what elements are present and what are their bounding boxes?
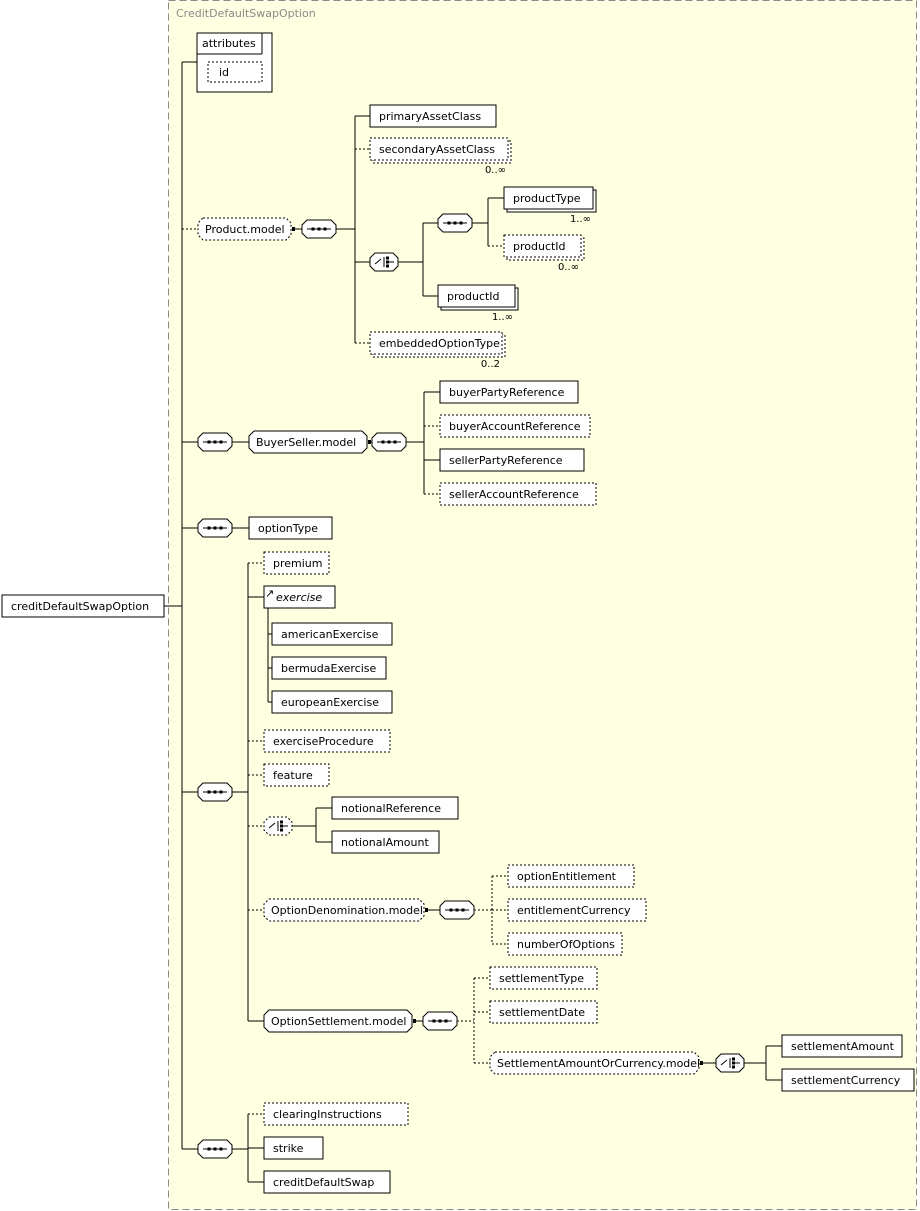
settlement-amount[interactable]: settlementAmount xyxy=(781,1034,903,1058)
sequence-icon xyxy=(197,1139,233,1159)
notional-amount[interactable]: notionalAmount xyxy=(331,830,440,854)
element-label: secondaryAssetClass xyxy=(379,143,495,156)
feature[interactable]: feature xyxy=(263,763,330,787)
abstract-arrow-icon: ↗ xyxy=(265,587,274,600)
buyer-seller-model-group[interactable]: BuyerSeller.model xyxy=(248,430,371,454)
group-label: OptionDenomination.model xyxy=(271,904,423,917)
cardinality-label: 0..2 xyxy=(481,359,500,370)
buyer-seller-item[interactable]: buyerAccountReference xyxy=(439,414,591,438)
settlement-date[interactable]: settlementDate xyxy=(489,1000,598,1024)
group-label: OptionSettlement.model xyxy=(271,1015,406,1028)
buyer-seller-item[interactable]: sellerAccountReference xyxy=(439,482,597,506)
element-label: americanExercise xyxy=(281,628,379,641)
root-element[interactable]: creditDefaultSwapOption xyxy=(1,594,165,618)
strike[interactable]: strike xyxy=(263,1136,324,1160)
element-label: buyerPartyReference xyxy=(449,386,565,399)
element-label: numberOfOptions xyxy=(517,938,615,951)
cardinality-label: 0..∞ xyxy=(558,262,579,273)
frame-title: CreditDefaultSwapOption xyxy=(176,7,316,20)
element-label: primaryAssetClass xyxy=(379,110,481,123)
element-label: embeddedOptionType xyxy=(379,337,500,350)
product-id-optional[interactable]: productId 0..∞ xyxy=(503,234,585,273)
sequence-icon xyxy=(422,1011,458,1031)
secondary-asset-class[interactable]: secondaryAssetClass 0..∞ xyxy=(369,137,512,176)
element-label: sellerPartyReference xyxy=(449,454,563,467)
choice-icon xyxy=(369,252,399,272)
sequence-icon xyxy=(197,518,233,538)
element-label: settlementAmount xyxy=(791,1040,895,1053)
settlement-currency[interactable]: settlementCurrency xyxy=(781,1068,915,1092)
option-denomination-item[interactable]: entitlementCurrency xyxy=(507,898,647,922)
svg-text:id: id xyxy=(219,66,229,79)
primary-asset-class[interactable]: primaryAssetClass xyxy=(369,104,497,128)
element-label: creditDefaultSwapOption xyxy=(11,600,149,613)
element-label: europeanExercise xyxy=(281,696,379,709)
element-label: clearingInstructions xyxy=(273,1108,382,1121)
element-label: buyerAccountReference xyxy=(449,420,581,433)
premium[interactable]: premium xyxy=(263,551,330,575)
element-label: settlementType xyxy=(499,972,584,985)
settlement-amount-or-currency-group[interactable]: SettlementAmountOrCurrency.model xyxy=(489,1051,703,1075)
notional-reference[interactable]: notionalReference xyxy=(331,796,459,820)
sequence-icon xyxy=(197,782,233,802)
exercise-procedure[interactable]: exerciseProcedure xyxy=(263,729,391,753)
choice-icon xyxy=(715,1053,745,1073)
element-label: notionalReference xyxy=(341,802,441,815)
product-model-group[interactable]: Product.model xyxy=(197,217,295,241)
exercise-abstract[interactable]: exercise↗ xyxy=(263,585,336,609)
settlement-type[interactable]: settlementType xyxy=(489,966,598,990)
element-label: feature xyxy=(273,769,313,782)
buyer-seller-item[interactable]: sellerPartyReference xyxy=(439,448,585,472)
group-label: BuyerSeller.model xyxy=(256,436,356,449)
element-label: premium xyxy=(273,557,323,570)
embedded-option-type[interactable]: embeddedOptionType 0..2 xyxy=(369,331,506,370)
cardinality-label: 0..∞ xyxy=(485,165,506,176)
element-label: productId xyxy=(447,290,500,303)
element-label: optionEntitlement xyxy=(517,870,617,883)
element-label: bermudaExercise xyxy=(281,662,376,675)
sequence-icon xyxy=(301,219,337,239)
credit-default-swap[interactable]: creditDefaultSwap xyxy=(263,1170,391,1194)
sequence-icon xyxy=(371,432,407,452)
attribute-id[interactable]: id xyxy=(207,61,263,83)
group-label: Product.model xyxy=(205,223,285,236)
element-label: productType xyxy=(513,192,581,205)
element-label: settlementDate xyxy=(499,1006,585,1019)
element-label: productId xyxy=(513,240,566,253)
buyer-seller-item[interactable]: buyerPartyReference xyxy=(439,380,579,404)
attributes-box: attributes id xyxy=(196,32,273,93)
attributes-header: attributes xyxy=(202,37,256,50)
choice-icon xyxy=(263,816,293,836)
element-label: entitlementCurrency xyxy=(517,904,631,917)
group-label: SettlementAmountOrCurrency.model xyxy=(497,1057,700,1070)
product-type[interactable]: productType 1..∞ xyxy=(503,186,597,225)
exercise-substitution[interactable]: bermudaExercise xyxy=(271,656,387,680)
sequence-icon xyxy=(439,900,475,920)
element-label: exerciseProcedure xyxy=(273,735,374,748)
product-id[interactable]: productId 1..∞ xyxy=(437,284,519,323)
exercise-substitution[interactable]: europeanExercise xyxy=(271,690,393,714)
element-label: exercise xyxy=(276,591,322,604)
option-denomination-model-group[interactable]: OptionDenomination.model xyxy=(263,898,428,922)
sequence-icon xyxy=(197,432,233,452)
exercise-substitution[interactable]: americanExercise xyxy=(271,622,393,646)
element-label: optionType xyxy=(258,522,318,535)
option-settlement-model-group[interactable]: OptionSettlement.model xyxy=(263,1009,416,1033)
option-type[interactable]: optionType xyxy=(248,516,333,540)
clearing-instructions[interactable]: clearingInstructions xyxy=(263,1102,409,1126)
element-label: strike xyxy=(273,1142,304,1155)
option-denomination-item[interactable]: numberOfOptions xyxy=(507,932,623,956)
option-denomination-item[interactable]: optionEntitlement xyxy=(507,864,635,888)
cardinality-label: 1..∞ xyxy=(570,214,591,225)
cardinality-label: 1..∞ xyxy=(492,312,513,323)
element-label: settlementCurrency xyxy=(791,1074,901,1087)
element-label: sellerAccountReference xyxy=(449,488,579,501)
element-label: creditDefaultSwap xyxy=(273,1176,374,1189)
sequence-icon xyxy=(437,213,473,233)
element-label: notionalAmount xyxy=(341,836,429,849)
